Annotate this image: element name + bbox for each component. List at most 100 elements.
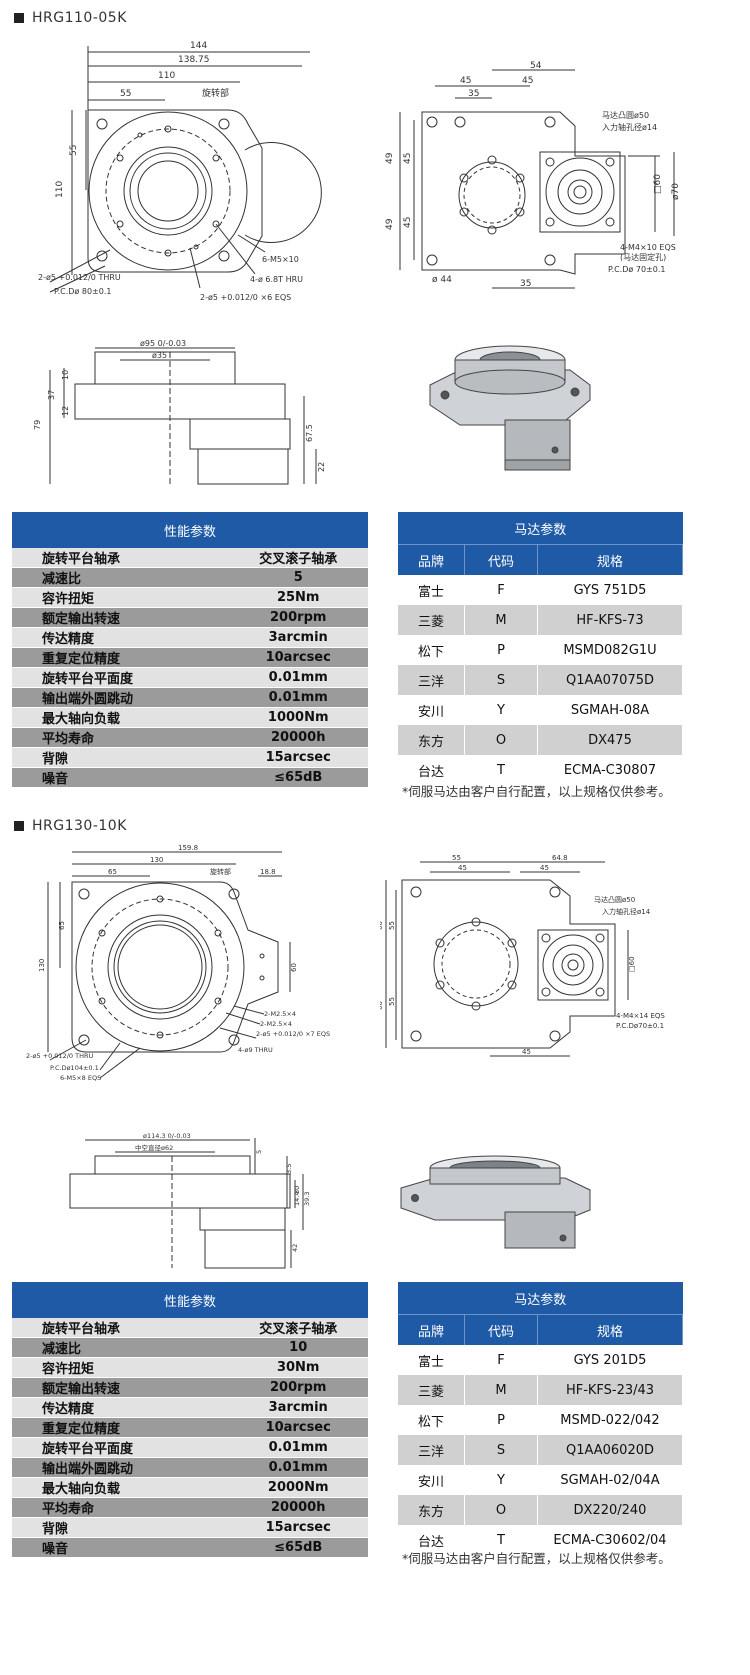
dim-text: 45	[522, 1048, 531, 1056]
dim-text: 130	[150, 856, 163, 864]
dim-text: □60	[628, 956, 636, 972]
dim-text: 110	[55, 181, 65, 198]
dim-text: 159.8	[178, 844, 198, 852]
dim-text: 10	[61, 370, 70, 380]
dim-text: 55	[69, 145, 79, 156]
square-bullet-icon	[14, 13, 24, 23]
product-3d-render-1	[429, 345, 591, 471]
dim-text: 5	[255, 1150, 263, 1154]
callout-text: 6-M5×10	[262, 255, 299, 264]
side-view-drawing-1: ø95 0/-0.03 ø35 10 37 12 79 67.5 22	[33, 339, 326, 485]
motor-table-title: 马达参数	[398, 512, 683, 545]
table-row: 噪音≤65dB	[12, 1537, 368, 1558]
dim-text: 18.8	[260, 868, 276, 876]
callout-text: 4-ø9 THRU	[238, 1046, 273, 1054]
dim-text: 37	[47, 390, 56, 400]
dim-text: 144	[190, 41, 207, 51]
dim-text: □60	[653, 174, 663, 194]
callout-text: 马达凸圆ø50	[594, 895, 635, 904]
product-3d-render-2	[400, 1155, 591, 1249]
dim-text: 39.3	[303, 1192, 311, 1206]
dim-text: 中空直径ø62	[135, 1143, 173, 1152]
dim-text: 14.4	[293, 1192, 301, 1206]
callout-text: P.C.Dø70±0.1	[616, 1022, 664, 1030]
callout-text: 2-ø5 +0.012/0 ×7 EQS	[256, 1030, 330, 1038]
dim-text: 3.5	[285, 1164, 293, 1174]
dim-text: 12	[61, 406, 70, 416]
dim-text: 55	[452, 854, 461, 862]
dim-text: ø 44	[432, 275, 452, 285]
dim-text: 45	[403, 217, 413, 228]
dim-text: ø114.3 0/-0.03	[143, 1132, 191, 1140]
top-view-drawing-2: 55 64.8 45 45 60 55 60 55 45 □60 马达凸圆ø50…	[380, 854, 665, 1057]
dim-text: ø70	[671, 183, 681, 200]
section-title-hrg110: HRG110-05K	[14, 10, 127, 26]
dim-text: ø95 0/-0.03	[140, 339, 186, 348]
callout-text: 2-M2.5×4	[260, 1020, 292, 1028]
dim-text: 54	[530, 61, 542, 71]
dim-text: 55	[120, 89, 131, 99]
table-row: 噪音≤65dB	[12, 767, 368, 788]
callout-text: P.C.Dø 80±0.1	[54, 287, 111, 296]
callout-text: 2-ø5 +0.012/0 THRU	[38, 273, 121, 282]
callout-text: 入力轴孔径ø14	[602, 122, 657, 132]
callout-text: 2-M2.5×4	[264, 1010, 296, 1018]
dim-text: 49	[385, 218, 395, 230]
callout-text: (马达固定孔)	[620, 252, 666, 262]
dim-text: 60	[380, 921, 384, 930]
dim-text: 45	[522, 76, 533, 86]
callout-text: P.C.Dø104±0.1	[50, 1064, 99, 1072]
dim-text: 22	[317, 462, 326, 472]
dim-text: 110	[158, 71, 175, 81]
callout-text: 2-ø5 +0.012/0 THRU	[26, 1052, 93, 1060]
section-title-hrg130: HRG130-10K	[14, 818, 127, 834]
callout-text: 6-M5×8 EQS	[60, 1074, 101, 1082]
dim-text: 64.8	[552, 854, 568, 862]
dim-text: 45	[540, 864, 549, 872]
dim-text: 65	[108, 868, 117, 876]
callout-text: 旋转部	[210, 867, 231, 876]
dim-text: 45	[460, 76, 471, 86]
dim-text: 79	[33, 420, 42, 430]
table-row: 旋转平台轴承交叉滚子轴承	[12, 1318, 368, 1338]
dim-text: 67.5	[305, 424, 314, 442]
callout-text: 入力轴孔径ø14	[602, 907, 651, 916]
callout-text: 旋转部	[202, 87, 229, 99]
dim-text: 60	[380, 1001, 384, 1010]
callout-text: 4-ø 6.8T HRU	[250, 275, 303, 284]
dim-text: ø35	[152, 351, 167, 360]
dim-text: 55	[388, 997, 396, 1006]
dim-text: 45	[403, 153, 413, 164]
dim-text: 65	[58, 921, 66, 930]
dim-text: 42	[291, 1244, 299, 1252]
